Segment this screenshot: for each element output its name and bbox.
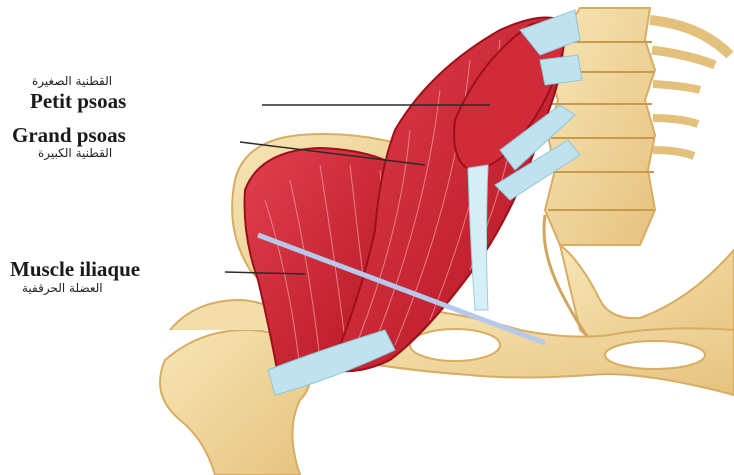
label-petit-psoas-arabic: القطنية الصغيرة: [32, 74, 112, 88]
label-grand-psoas: Grand psoas: [12, 123, 126, 148]
vertebral-column: [545, 8, 730, 245]
label-muscle-iliaque: Muscle iliaque: [10, 257, 140, 282]
label-muscle-iliaque-arabic: العضلة الحرقفية: [22, 281, 103, 295]
label-petit-psoas: Petit psoas: [30, 89, 126, 114]
label-grand-psoas-arabic: القطنية الكبيرة: [38, 146, 112, 160]
